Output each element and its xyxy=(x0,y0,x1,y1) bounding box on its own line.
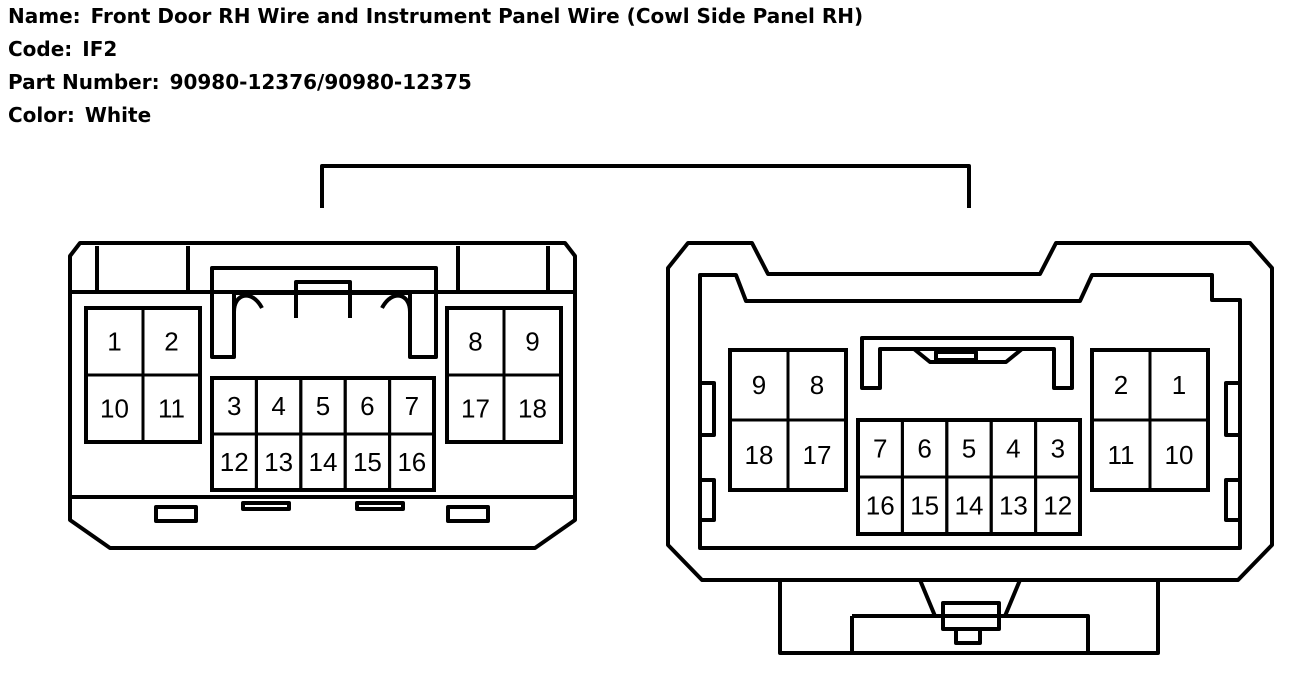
left-connector-pin-label-13: 13 xyxy=(264,447,293,477)
right-connector-pin-label-5: 5 xyxy=(962,434,976,464)
right-connector-pin-label-15: 15 xyxy=(910,491,939,521)
left-connector-pin-label-6: 6 xyxy=(360,391,374,421)
part-number-row: Part Number: 90980-12376/90980-12375 xyxy=(8,66,863,99)
right-connector-cavity-10 xyxy=(1148,418,1210,492)
left-connector-pin-label-9: 9 xyxy=(525,327,539,357)
left-connector-pin-label-14: 14 xyxy=(309,447,338,477)
right-connector-pin-label-14: 14 xyxy=(955,491,984,521)
part-number-value: 90980-12376/90980-12375 xyxy=(169,70,472,94)
left-connector-pin-label-3: 3 xyxy=(227,391,241,421)
color-label: Color: xyxy=(8,103,75,127)
right-connector-pin-label-17: 17 xyxy=(803,440,832,470)
left-connector-block-left: 1 2 10 11 xyxy=(84,306,202,444)
left-connector-pin-label-10: 10 xyxy=(100,394,129,424)
left-connector-pin-label-4: 4 xyxy=(271,391,285,421)
right-connector-pin-label-11: 11 xyxy=(1108,440,1135,470)
left-connector-pin-label-1: 1 xyxy=(107,327,121,357)
right-connector-pin-label-3: 3 xyxy=(1051,434,1065,464)
code-row: Code: IF2 xyxy=(8,33,863,66)
code-value: IF2 xyxy=(82,37,118,61)
left-connector-pin-label-5: 5 xyxy=(316,391,330,421)
left-connector-pin-label-12: 12 xyxy=(220,447,249,477)
right-connector-pin-label-10: 10 xyxy=(1165,440,1194,470)
left-connector-pin-label-16: 16 xyxy=(397,447,426,477)
code-label: Code: xyxy=(8,37,73,61)
left-connector-block-right: 8 9 17 18 xyxy=(445,306,563,444)
name-label: Name: xyxy=(8,4,81,28)
right-connector-pin-label-18: 18 xyxy=(745,440,774,470)
left-connector-pin-label-17: 17 xyxy=(461,394,490,424)
name-row: Name: Front Door RH Wire and Instrument P… xyxy=(8,0,863,33)
right-connector-pin-label-2: 2 xyxy=(1114,370,1128,400)
mating-bracket xyxy=(320,164,971,208)
right-connector-pin-label-8: 8 xyxy=(810,370,824,400)
left-connector-cavity-16 xyxy=(388,432,436,492)
left-connector-pin-label-15: 15 xyxy=(353,447,382,477)
part-number-label: Part Number: xyxy=(8,70,160,94)
name-value: Front Door RH Wire and Instrument Panel … xyxy=(90,4,864,28)
right-connector-pin-label-12: 12 xyxy=(1043,491,1072,521)
right-connector-pin-label-6: 6 xyxy=(917,434,931,464)
left-connector-cavity-18 xyxy=(502,373,563,444)
right-connector-housing xyxy=(666,241,1274,655)
left-connector-pin-label-2: 2 xyxy=(164,327,178,357)
connector-info: Name: Front Door RH Wire and Instrument P… xyxy=(8,0,863,132)
left-connector-pin-label-18: 18 xyxy=(518,394,547,424)
left-connector-housing xyxy=(68,241,577,550)
right-connector-pin-label-9: 9 xyxy=(752,370,766,400)
right-connector-pin-label-7: 7 xyxy=(873,434,887,464)
right-connector-pin-label-16: 16 xyxy=(866,491,895,521)
left-connector-cavity-11 xyxy=(141,373,202,444)
right-connector-pin-label-1: 1 xyxy=(1172,370,1186,400)
left-connector-pin-label-8: 8 xyxy=(468,327,482,357)
right-connector-cavity-12 xyxy=(1034,475,1082,536)
left-connector-pin-label-11: 11 xyxy=(158,394,185,424)
left-connector-pin-label-7: 7 xyxy=(405,391,419,421)
right-connector-pin-label-4: 4 xyxy=(1006,434,1020,464)
right-connector-block-left: 9 8 18 17 xyxy=(728,348,848,492)
right-connector-cavity-17 xyxy=(786,418,848,492)
color-value: White xyxy=(84,103,152,127)
right-connector-pin-label-13: 13 xyxy=(999,491,1028,521)
color-row: Color: White xyxy=(8,99,863,132)
